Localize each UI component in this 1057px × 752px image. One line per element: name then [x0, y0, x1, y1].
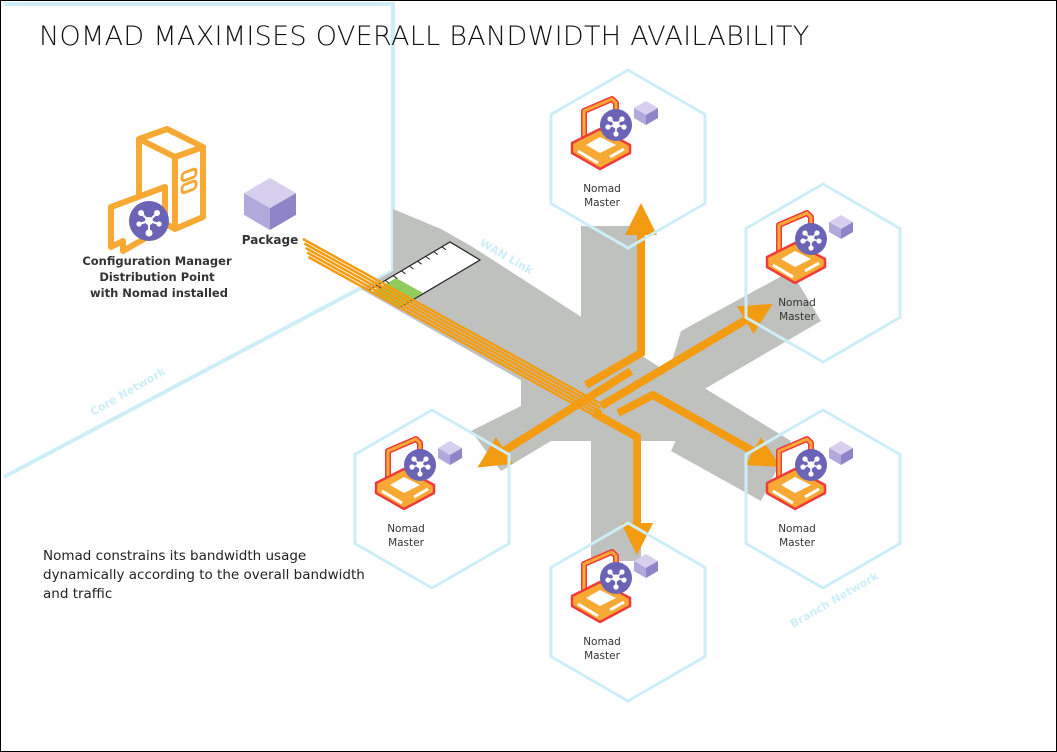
nomad-master-laptop-icon — [570, 96, 632, 171]
arrow-to-upper-right-master — [598, 303, 773, 410]
gauge-tick — [425, 255, 431, 260]
arrow-to-top-master — [583, 203, 657, 389]
package-stream-line — [302, 237, 600, 405]
gauge-tick — [417, 260, 422, 265]
gauge-tick — [409, 265, 414, 270]
distribution-arrows — [477, 203, 781, 555]
gauge-tick — [384, 279, 390, 284]
gauge-tick — [401, 270, 406, 275]
nomad-master-laptop-icon — [374, 436, 436, 511]
hexagon-boundary — [353, 408, 511, 590]
package-cube-icon — [244, 178, 296, 230]
description-note: Nomad constrains its bandwidth usage dyn… — [43, 548, 365, 602]
nomad-master-laptop-icon — [765, 436, 827, 511]
gauge-tick — [433, 251, 439, 256]
package-cube-icon — [829, 215, 853, 239]
package-cube-icon — [634, 554, 658, 578]
hexagon-boundary — [744, 408, 902, 590]
package-cube-icon — [829, 441, 853, 465]
package-streams — [302, 237, 606, 423]
hexagon-boundary — [549, 68, 707, 250]
package-label: Package — [242, 233, 299, 247]
package-cube-icon — [634, 101, 658, 125]
nomad-master-laptop-icon — [570, 549, 632, 624]
package-stream-line — [305, 246, 603, 414]
distribution-point-server-icon — [108, 126, 206, 254]
arrow-to-lower-left-master — [477, 367, 634, 468]
source-label: Configuration Manager Distribution Point… — [82, 254, 235, 300]
nomad-master-laptop-icon — [765, 210, 827, 285]
package-cube-icon — [438, 441, 462, 465]
hexagon-boundary — [744, 182, 902, 364]
package-stream-line — [307, 255, 606, 423]
core-network-boundary — [3, 2, 395, 479]
page-title: NOMAD MAXIMISES OVERALL BANDWIDTH AVAILA… — [39, 21, 810, 52]
arrow-to-bottom-master — [592, 409, 653, 555]
hexagon-boundary — [549, 521, 707, 703]
gauge-tick — [392, 275, 398, 280]
gauge-tick — [376, 284, 382, 289]
package-stream-line — [306, 251, 604, 418]
gauge-tick — [441, 246, 447, 251]
package-stream-line — [303, 242, 601, 409]
package-cube-icon — [244, 178, 296, 230]
arrow-to-lower-right-master — [616, 390, 781, 467]
